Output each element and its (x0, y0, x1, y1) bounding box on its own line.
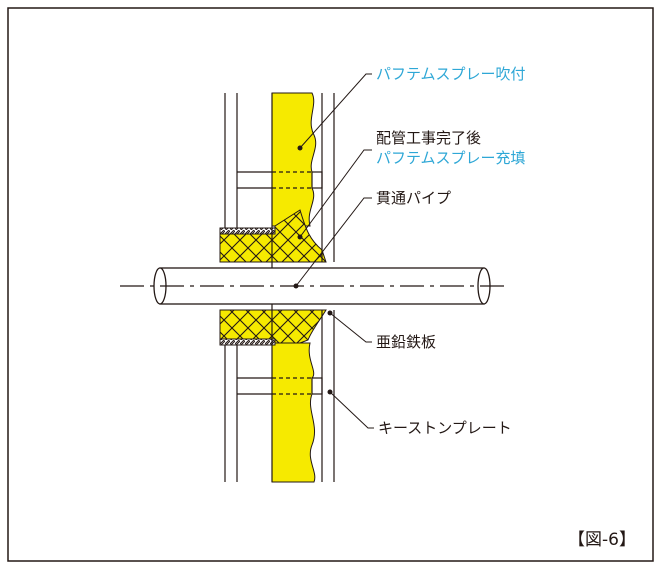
leader-dots (293, 145, 333, 395)
keystone-plate-ribs (237, 171, 272, 395)
foam-lower (271, 342, 316, 483)
label-through-pipe: 貫通パイプ (376, 189, 451, 207)
label-after-piping-line1: 配管工事完了後 (376, 129, 481, 147)
leader-lines (295, 73, 374, 429)
label-galvanized-sheet: 亜鉛鉄板 (376, 333, 436, 351)
figure-number: 【図-6】 (568, 530, 636, 550)
left-wall-lines (224, 93, 238, 482)
label-spray-coating: パフテムスプレー吹付 (376, 65, 526, 83)
through-pipe (120, 267, 510, 305)
foam-upper (271, 92, 317, 227)
label-keystone-plate: キーストンプレート (378, 419, 512, 437)
label-after-piping-line2: パフテムスプレー充填 (376, 149, 526, 167)
galvanized-sheet (219, 227, 276, 346)
figure-frame (7, 7, 654, 562)
